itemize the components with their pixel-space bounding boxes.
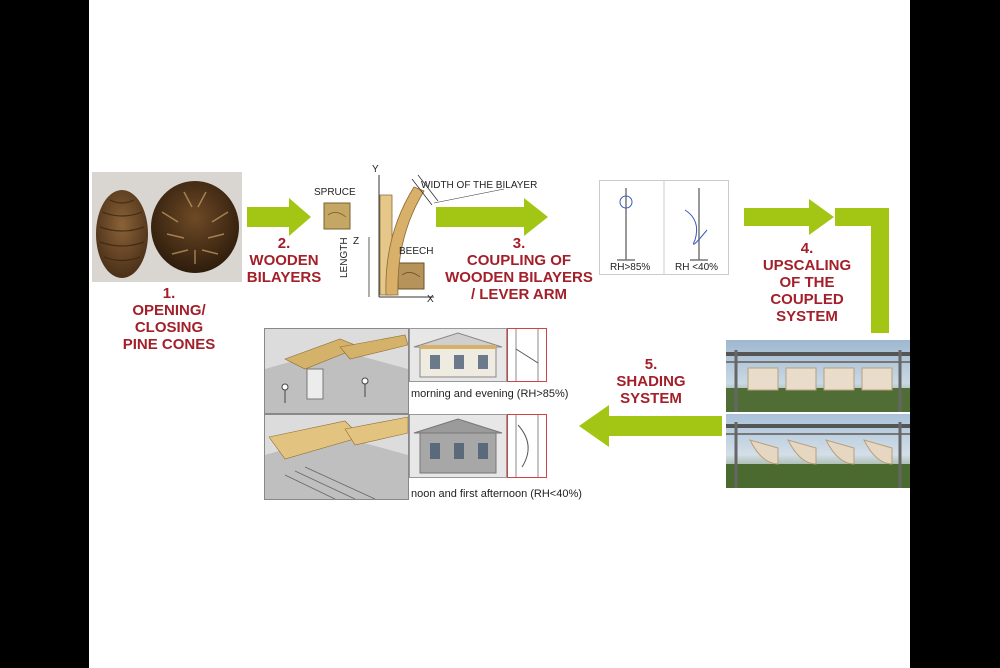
bilayer-diagram <box>323 174 505 298</box>
shading-render-open-perspective <box>264 328 409 414</box>
axis-x-label: X <box>427 294 434 305</box>
step-5-line-2: SYSTEM <box>620 390 682 407</box>
shading-detail-open <box>507 328 547 382</box>
prototype-photo-open <box>726 340 910 412</box>
step-2-line-2: BILAYERS <box>246 269 322 286</box>
flow-arrows <box>247 198 889 447</box>
dry-condition-label: RH <40% <box>675 262 719 273</box>
step-3-line-3: / LEVER ARM <box>470 286 568 303</box>
step-3-number: 3. <box>512 235 526 252</box>
shading-detail-closed <box>507 414 547 478</box>
humid-condition-label: RH>85% <box>610 262 651 273</box>
spruce-sample <box>323 202 351 230</box>
arrow-1-to-2 <box>247 198 311 236</box>
step-1-line-2: CLOSING <box>134 319 204 336</box>
arrow-3-to-4 <box>744 199 834 235</box>
spruce-label: SPRUCE <box>314 187 356 198</box>
step-4-line-1: UPSCALING <box>762 257 852 274</box>
step-4-label: 4. UPSCALING OF THE COUPLED SYSTEM <box>757 240 857 325</box>
beech-sample <box>397 262 425 290</box>
step-5-number: 5. <box>644 356 658 373</box>
pine-cones-photo <box>92 172 242 282</box>
step-3-line-1: COUPLING OF <box>466 252 572 269</box>
caption-morning-evening: morning and evening (RH>85%) <box>411 388 569 400</box>
axis-z-label: Z <box>353 236 360 247</box>
step-2-label: 2. WOODEN BILAYERS <box>239 235 329 286</box>
shading-render-open-house <box>409 328 507 382</box>
arrow-4-vertical-bar <box>835 208 889 333</box>
shading-render-closed-house <box>409 414 507 478</box>
step-2-line-1: WOODEN <box>249 252 319 269</box>
length-label: LENGTH <box>339 237 350 278</box>
step-5-label: 5. SHADING SYSTEM <box>601 356 701 407</box>
axis-y-label: Y <box>372 164 379 175</box>
prototype-photo-closed <box>726 414 910 488</box>
caption-noon-afternoon: noon and first afternoon (RH<40%) <box>411 488 582 500</box>
step-1-line-3: PINE CONES <box>122 336 216 353</box>
step-1-label: 1. OPENING/ CLOSING PINE CONES <box>89 285 249 353</box>
width-of-bilayer-label: WIDTH OF THE BILAYER <box>421 180 538 191</box>
arrow-2-to-3 <box>436 198 548 236</box>
step-4-line-4: SYSTEM <box>776 308 838 325</box>
arrow-4-to-5 <box>579 405 722 447</box>
diagram-slide: 1. OPENING/ CLOSING PINE CONES 2. WOODEN… <box>89 0 910 668</box>
step-4-line-3: COUPLED <box>770 291 844 308</box>
step-1-number: 1. <box>162 285 176 302</box>
step-1-line-1: OPENING/ <box>132 302 206 319</box>
step-4-number: 4. <box>800 240 814 257</box>
step-3-line-2: WOODEN BILAYERS <box>445 269 593 286</box>
lever-arm-diagram <box>599 180 729 275</box>
step-2-number: 2. <box>277 235 291 252</box>
beech-label: BEECH <box>399 246 434 257</box>
shading-render-closed-perspective <box>264 414 409 500</box>
step-5-line-1: SHADING <box>616 373 686 390</box>
step-3-label: 3. COUPLING OF WOODEN BILAYERS / LEVER A… <box>439 235 599 303</box>
bilayer-curved <box>385 186 425 296</box>
step-4-line-2: OF THE <box>779 274 835 291</box>
